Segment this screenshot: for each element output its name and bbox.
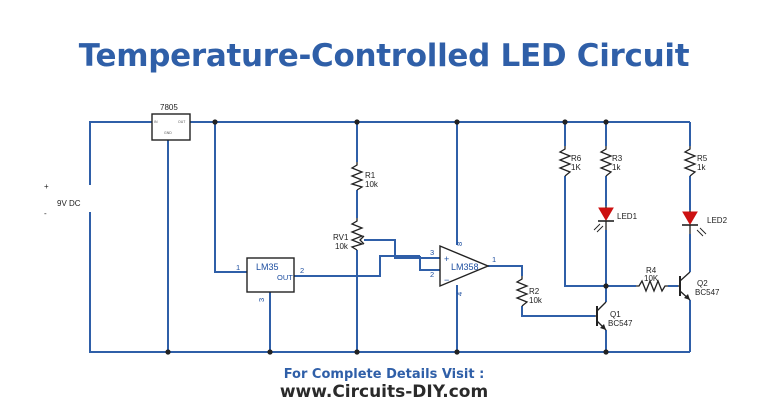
r2-value: 10k xyxy=(529,296,543,305)
opamp-pin-8: 8 xyxy=(455,242,464,246)
r5-value: 1k xyxy=(697,163,706,172)
lm35-name: LM35 xyxy=(256,262,279,272)
supply-label: 9V DC xyxy=(57,199,81,208)
transistor-q1: Q1 BC547 xyxy=(595,301,633,331)
led-1: LED1 xyxy=(593,206,638,233)
opamp-pin-4: 4 xyxy=(455,292,464,296)
voltage-regulator-7805: 7805 IN OUT GND xyxy=(151,103,191,141)
resistor-r4: R4 10K xyxy=(636,266,668,293)
transistor-q2: Q2 BC547 xyxy=(678,271,720,301)
led-2: LED2 xyxy=(682,210,728,237)
lm35-pin-2: 2 xyxy=(300,266,304,275)
resistor-r5: R5 1k xyxy=(683,146,708,177)
regulator-pin-out: OUT xyxy=(178,120,186,124)
opamp-pin-2: 2 xyxy=(430,270,434,279)
lm35-pin-3: 3 xyxy=(257,298,266,302)
junction-dots xyxy=(165,119,609,355)
opamp-pin-3: 3 xyxy=(430,248,434,257)
r4-name: R4 xyxy=(646,266,657,275)
opamp-minus: − xyxy=(444,275,449,285)
power-supply: + 9V DC - xyxy=(44,182,81,218)
r2-name: R2 xyxy=(529,287,540,296)
opamp-pin-1: 1 xyxy=(492,255,496,264)
resistor-r3: R3 1k xyxy=(599,146,623,177)
lm35-sensor: LM35 OUT 1 2 3 xyxy=(236,257,304,302)
page-title: Temperature-Controlled LED Circuit xyxy=(78,38,690,74)
rv1-name: RV1 xyxy=(333,233,349,242)
resistor-r6: R6 1K xyxy=(558,146,582,177)
footer-visit-label: For Complete Details Visit : xyxy=(283,367,485,382)
resistor-r2: R2 10k xyxy=(515,276,543,307)
r3-name: R3 xyxy=(612,154,623,163)
r6-name: R6 xyxy=(571,154,582,163)
footer-url-link[interactable]: www.Circuits-DIY.com xyxy=(279,382,489,402)
led2-name: LED2 xyxy=(707,216,728,225)
regulator-pin-in: IN xyxy=(154,120,158,124)
opamp-plus: + xyxy=(444,254,449,264)
lm35-out-label: OUT xyxy=(277,273,293,282)
q2-part: BC547 xyxy=(695,288,720,297)
r6-value: 1K xyxy=(571,163,581,172)
regulator-name: 7805 xyxy=(160,103,178,112)
supply-plus-sign: + xyxy=(44,182,49,191)
q2-name: Q2 xyxy=(697,279,708,288)
wires xyxy=(89,121,691,353)
rv1-value: 10k xyxy=(335,242,349,251)
potentiometer-rv1: RV1 10k xyxy=(333,218,365,251)
opamp-name: LM358 xyxy=(451,262,479,272)
led1-name: LED1 xyxy=(617,212,638,221)
supply-minus-sign: - xyxy=(44,209,47,218)
lm358-opamp: + − LM358 3 2 1 8 4 xyxy=(430,242,496,296)
r5-name: R5 xyxy=(697,154,708,163)
r1-value: 10k xyxy=(365,180,379,189)
lm35-pin-1: 1 xyxy=(236,263,240,272)
q1-name: Q1 xyxy=(610,310,621,319)
regulator-pin-gnd: GND xyxy=(164,131,172,135)
r4-value: 10K xyxy=(644,274,659,283)
r3-value: 1k xyxy=(612,163,621,172)
r1-name: R1 xyxy=(365,171,376,180)
q1-part: BC547 xyxy=(608,319,633,328)
resistor-r1: R1 10k xyxy=(350,162,379,191)
